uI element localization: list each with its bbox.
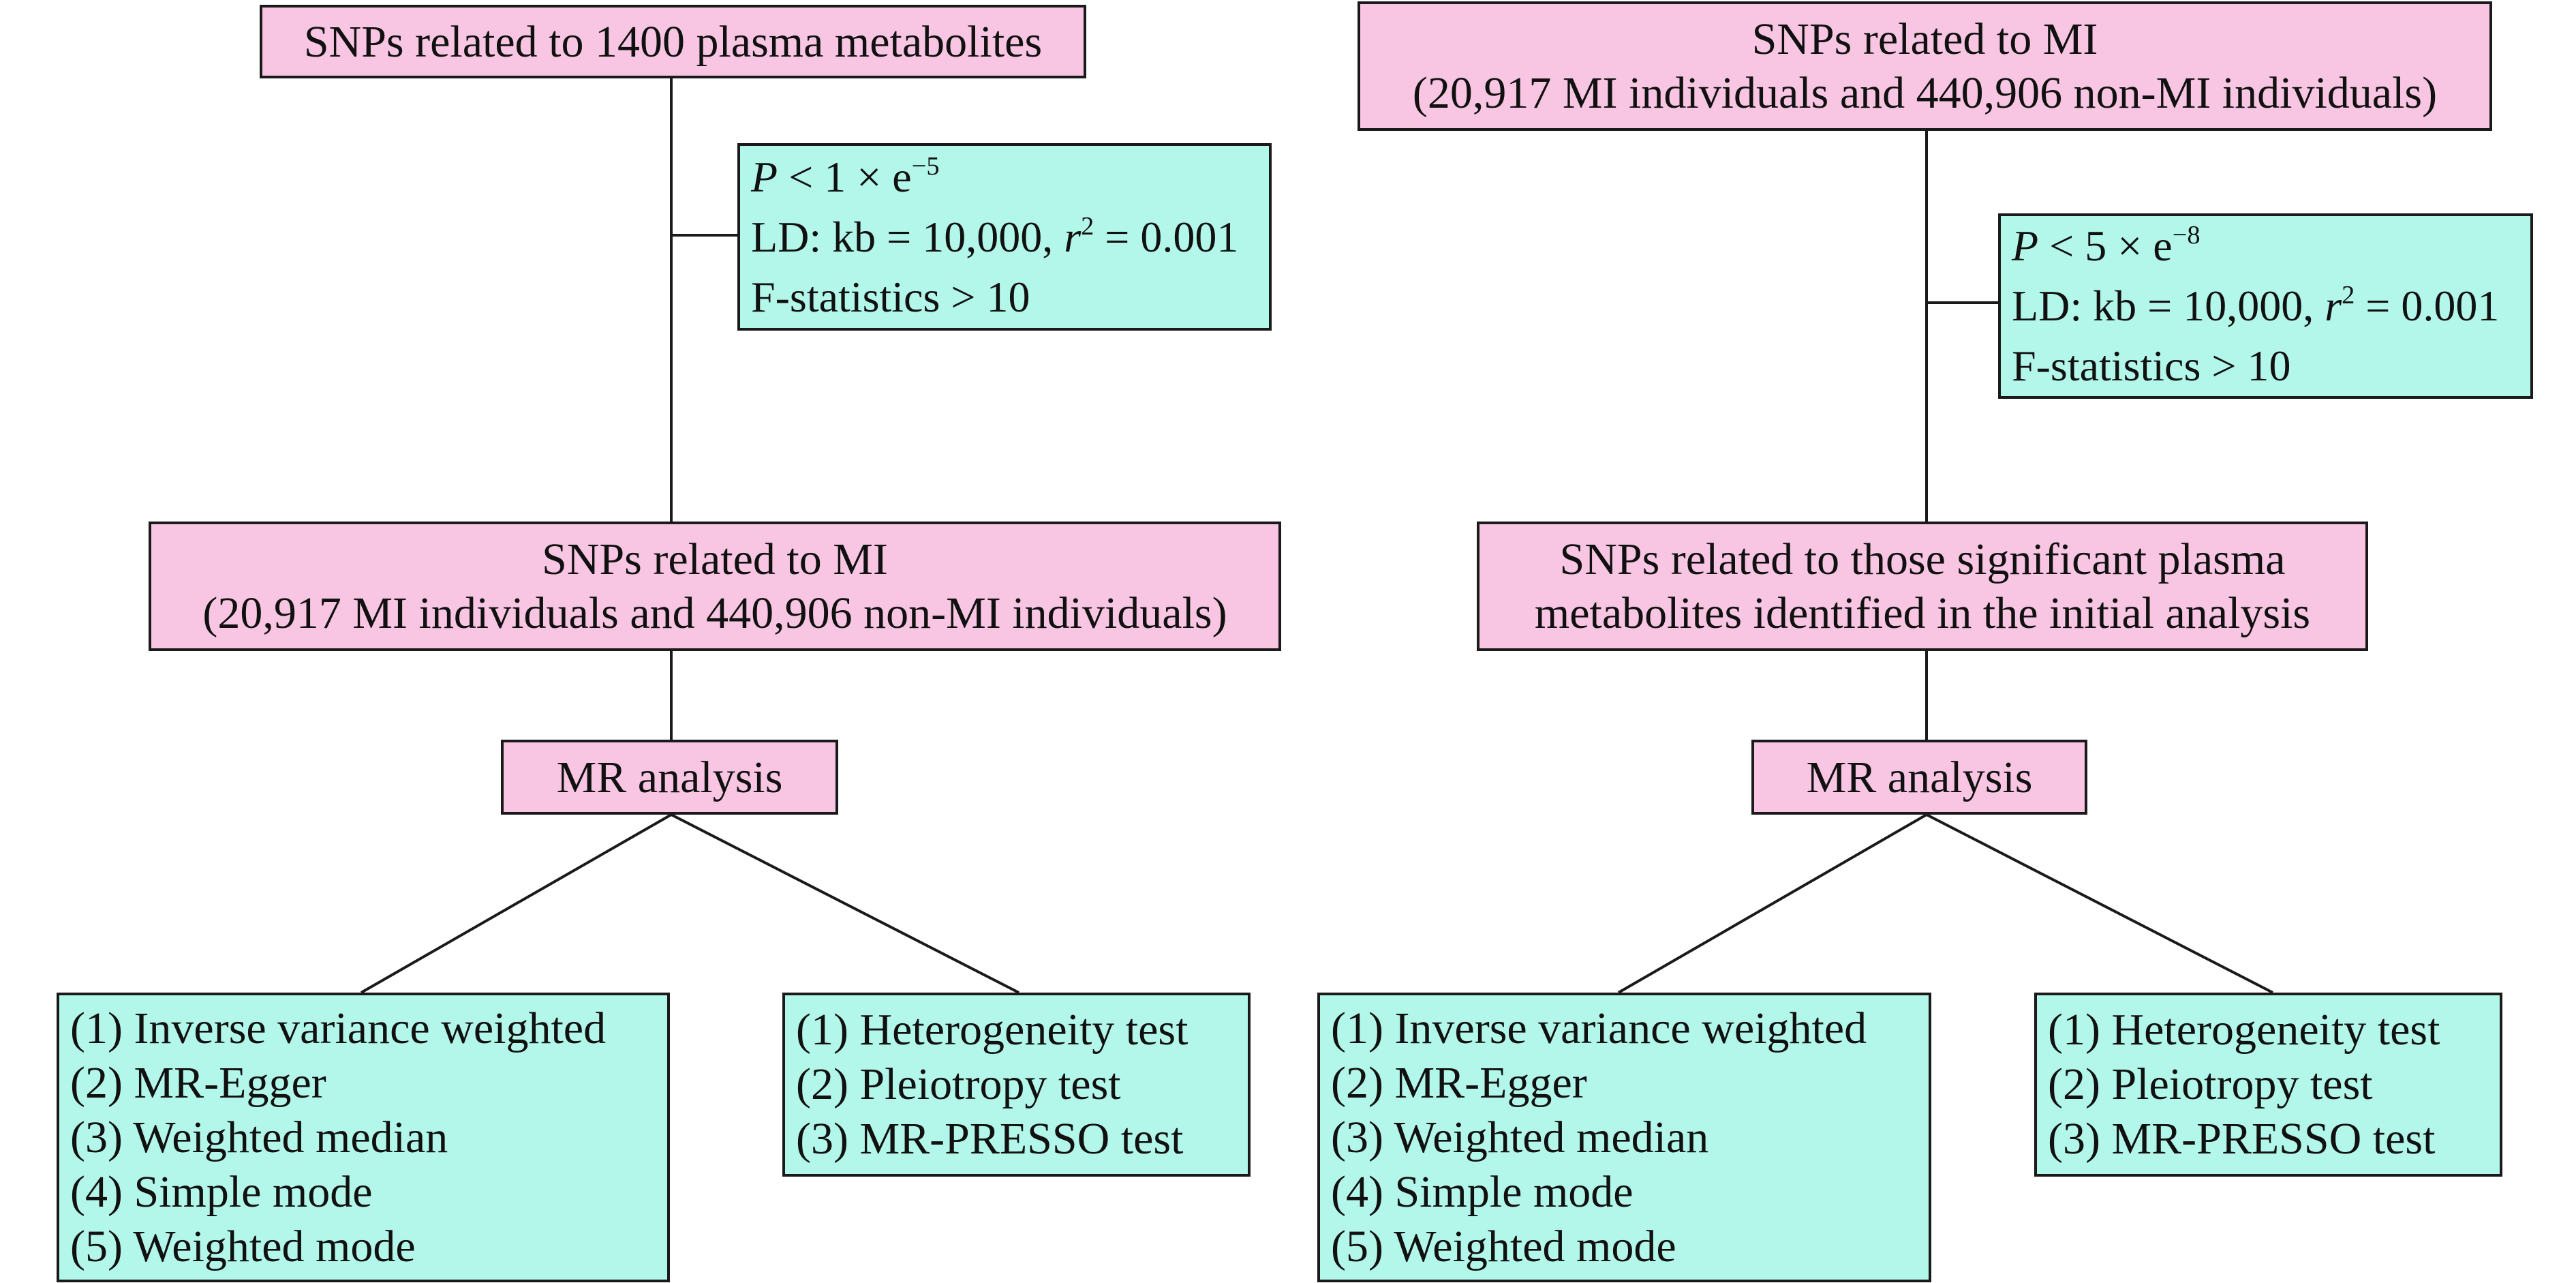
right-top-line2: (20,917 MI individuals and 440,906 non-M… [1412, 68, 2438, 118]
method-item: (1) Inverse variance weighted [1331, 1003, 1867, 1053]
left-mr-analysis-label: MR analysis [556, 752, 783, 802]
right-ld-criterion: LD: kb = 10,000, r2 = 0.001 [2012, 281, 2500, 330]
left-top-box: SNPs related to 1400 plasma metabolites [260, 5, 1086, 78]
method-item: (2) MR-Egger [1331, 1057, 1587, 1108]
method-item: (4) Simple mode [70, 1166, 373, 1217]
test-item: (2) Pleiotropy test [796, 1059, 1121, 1109]
right-mid-line1: SNPs related to those significant plasma [1559, 534, 2286, 584]
method-item: (4) Simple mode [1331, 1166, 1634, 1217]
right-top-box: SNPs related to MI (20,917 MI individual… [1358, 1, 2492, 131]
right-tests-box: (1) Heterogeneity test (2) Pleiotropy te… [2034, 993, 2502, 1177]
right-mr-analysis-label: MR analysis [1806, 752, 2033, 802]
method-item: (5) Weighted mode [70, 1221, 416, 1271]
right-split-to-tests [1926, 813, 2273, 994]
right-mid-box: SNPs related to those significant plasma… [1477, 522, 2368, 651]
right-criteria-box: P < 5 × e−8 LD: kb = 10,000, r2 = 0.001 … [1998, 213, 2533, 399]
test-item: (3) MR-PRESSO test [2048, 1114, 2436, 1164]
right-mid-line2: metabolites identified in the initial an… [1534, 588, 2311, 638]
left-mid-line1: SNPs related to MI [542, 534, 888, 584]
right-split-to-methods [1617, 813, 1928, 994]
left-top-box-label: SNPs related to 1400 plasma metabolites [303, 16, 1043, 67]
left-mr-analysis-box: MR analysis [501, 740, 838, 815]
left-methods-box: (1) Inverse variance weighted (2) MR-Egg… [57, 993, 670, 1282]
left-f-statistic: F-statistics > 10 [751, 272, 1030, 321]
right-f-statistic: F-statistics > 10 [2012, 342, 2291, 390]
method-item: (1) Inverse variance weighted [70, 1003, 607, 1053]
left-split-to-methods [361, 813, 672, 994]
method-item: (3) Weighted median [70, 1112, 448, 1162]
left-split-to-tests [671, 813, 1019, 994]
left-mid-line2: (20,917 MI individuals and 440,906 non-M… [202, 588, 1227, 638]
left-mid-box: SNPs related to MI (20,917 MI individual… [149, 522, 1281, 651]
left-p-threshold: P < 1 × e−5 [751, 151, 940, 201]
left-tests-box: (1) Heterogeneity test (2) Pleiotropy te… [782, 993, 1251, 1177]
right-top-line1: SNPs related to MI [1751, 14, 2098, 64]
test-item: (1) Heterogeneity test [796, 1005, 1189, 1055]
right-methods-box: (1) Inverse variance weighted (2) MR-Egg… [1317, 993, 1931, 1282]
test-item: (1) Heterogeneity test [2048, 1005, 2440, 1055]
right-mr-analysis-box: MR analysis [1751, 740, 2087, 815]
method-item: (3) Weighted median [1331, 1112, 1709, 1162]
test-item: (3) MR-PRESSO test [796, 1114, 1184, 1164]
method-item: (5) Weighted mode [1331, 1221, 1676, 1271]
left-ld-criterion: LD: kb = 10,000, r2 = 0.001 [751, 211, 1239, 261]
test-item: (2) Pleiotropy test [2048, 1059, 2373, 1109]
right-p-threshold: P < 5 × e−8 [2012, 221, 2201, 270]
method-item: (2) MR-Egger [70, 1057, 326, 1108]
left-criteria-box: P < 1 × e−5 LD: kb = 10,000, r2 = 0.001 … [737, 143, 1272, 331]
